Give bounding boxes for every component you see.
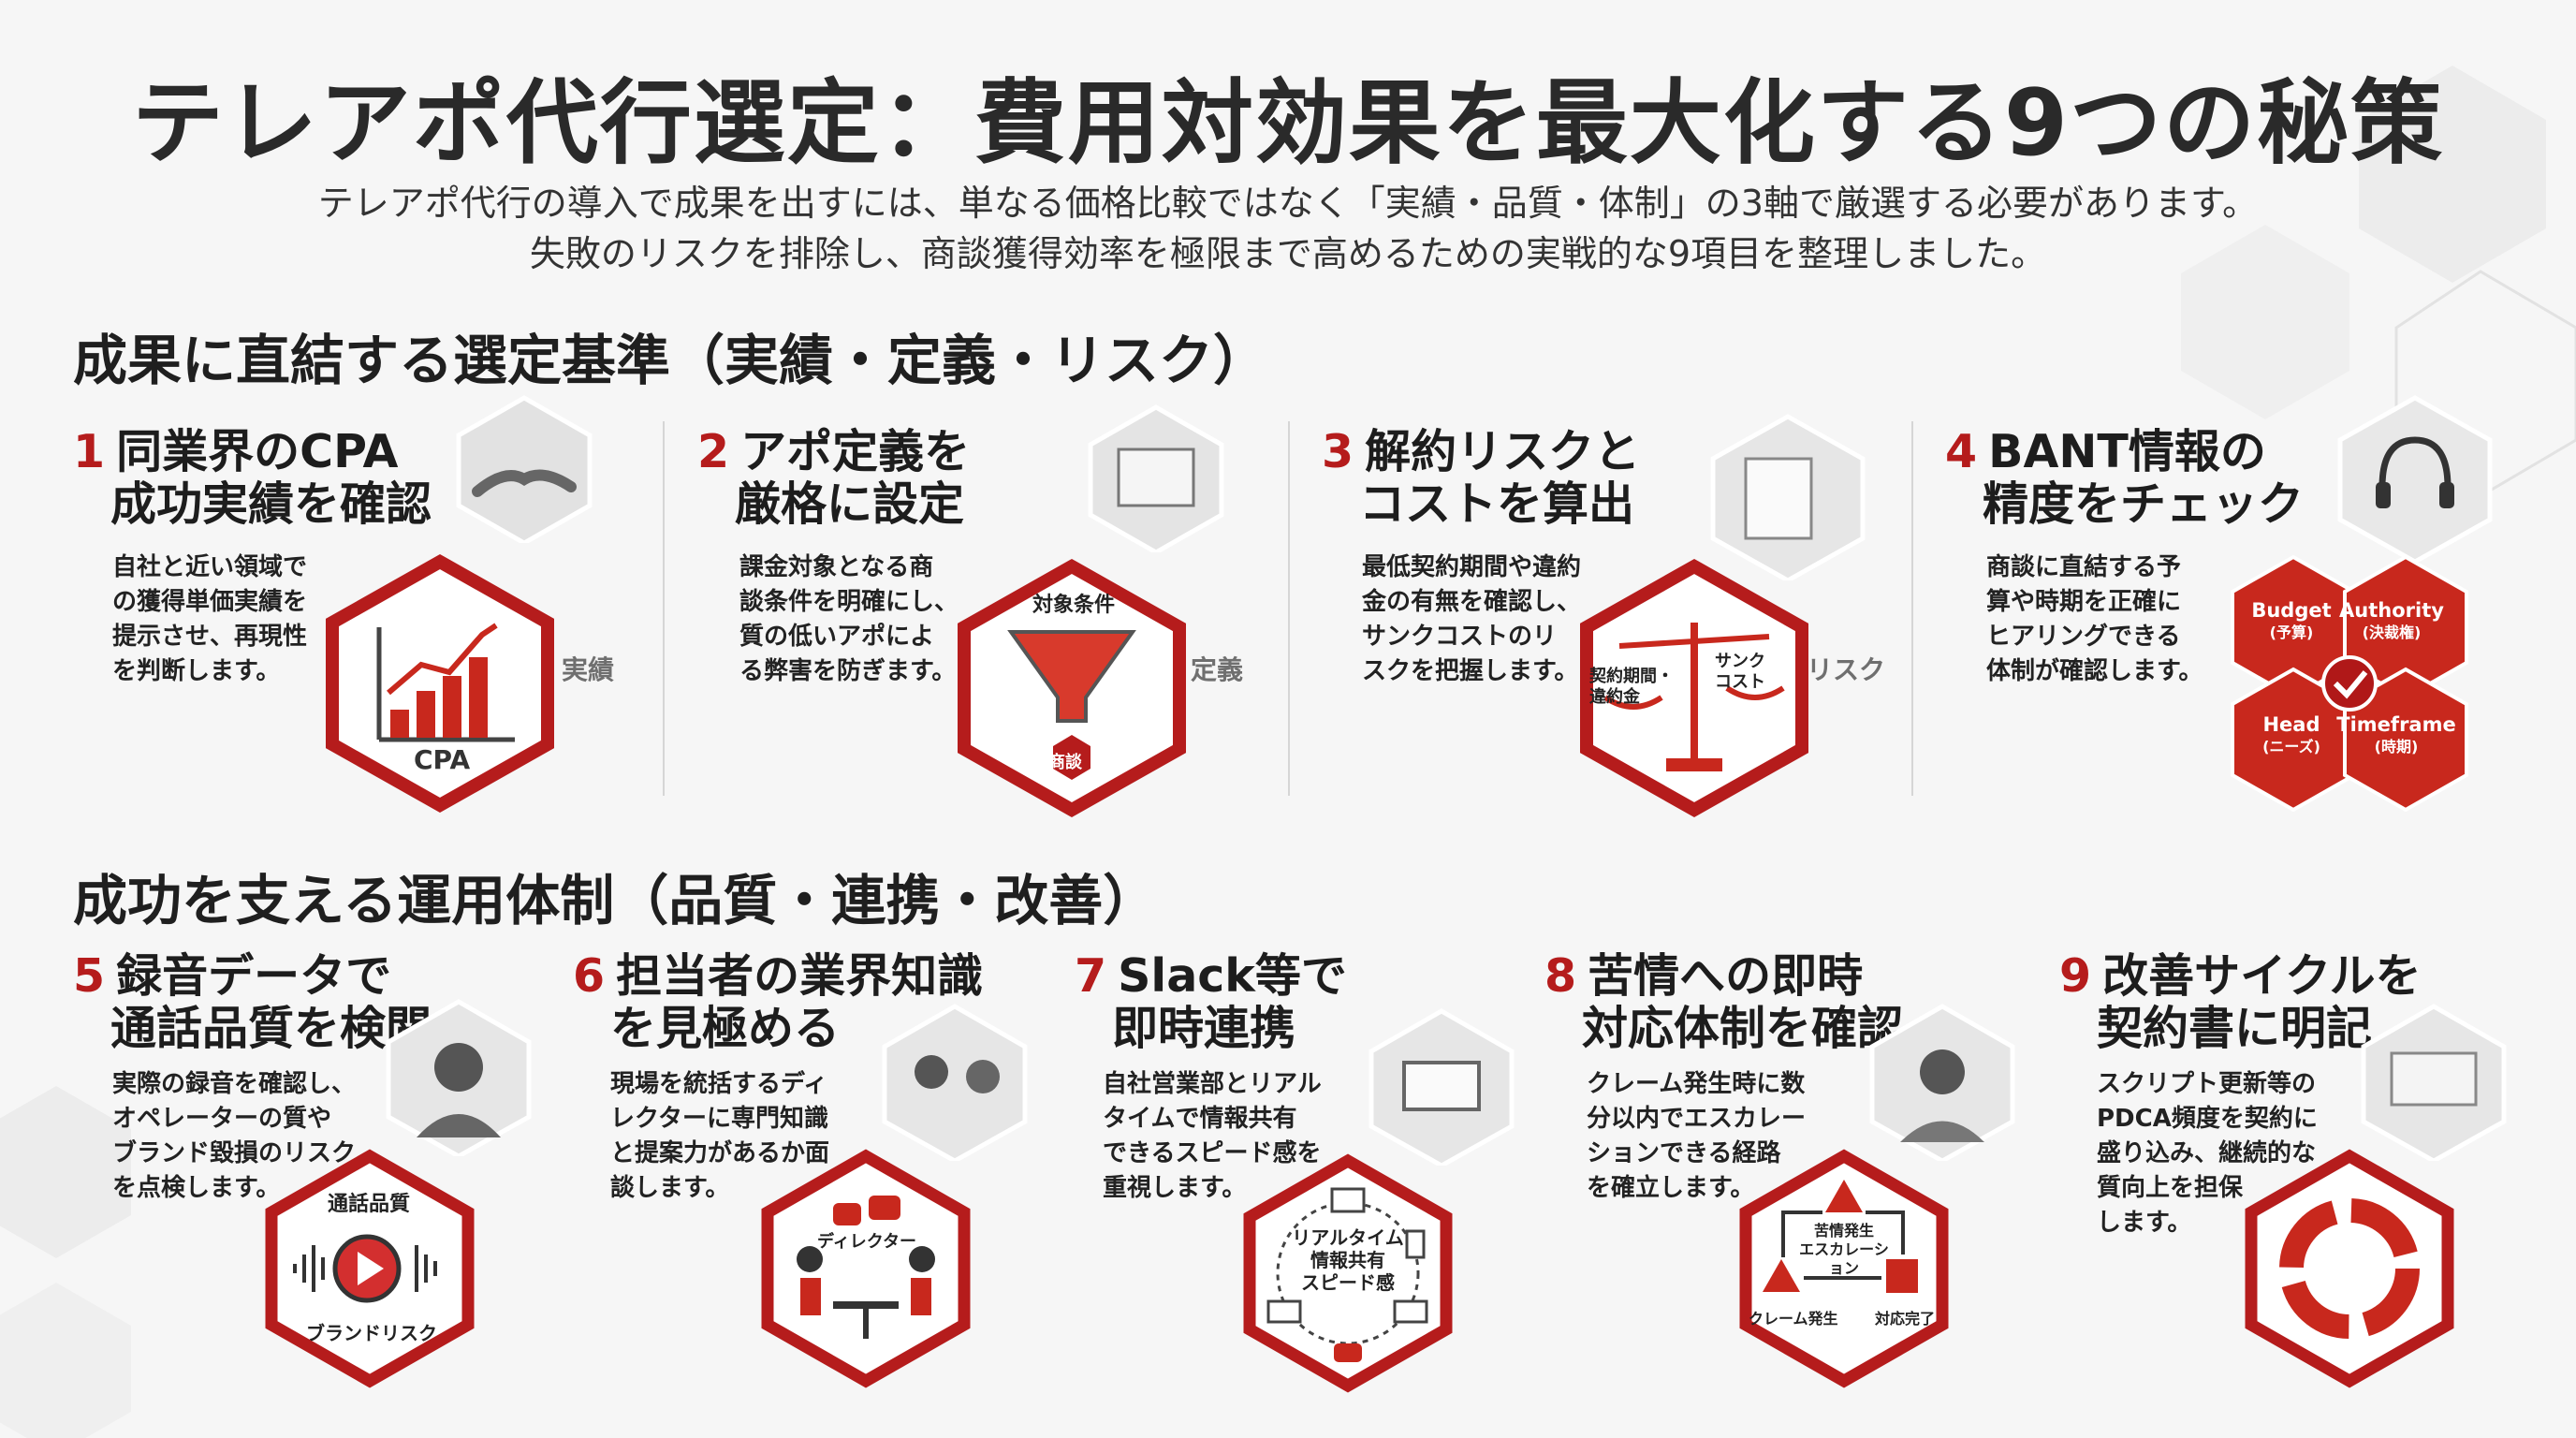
balance-scale-icon (1580, 558, 1808, 818)
card-title-line-2: コストを算出 (1359, 477, 1635, 531)
icon-label: 通話品質 (328, 1193, 411, 1216)
support-photo-icon (1869, 1004, 2015, 1161)
card-title-line-1: BANT情報の (1988, 425, 2266, 478)
icon-label-2: 商談 (1048, 753, 1082, 772)
page-title: テレアポ代行選定：費用対効果を最大化する9つの秘策 (131, 70, 2445, 177)
bant-authority: Authority(決裁権) (2339, 599, 2444, 641)
card-number: 2 (697, 425, 730, 478)
card-title-line-1: 担当者の業界知識 (616, 949, 984, 1003)
card-number: 3 (1322, 425, 1354, 478)
contract-photo-icon (1710, 414, 1866, 580)
icon-label: CPA (414, 744, 471, 775)
card-number: 6 (573, 949, 606, 1003)
card-title-line-2: 厳格に設定 (735, 477, 965, 531)
card-number: 1 (73, 425, 106, 478)
devices-network-icon (1243, 1153, 1453, 1393)
icon-label: リアルタイム情報共有スピード感 (1292, 1226, 1404, 1294)
card-title-line-2: 精度をチェック (1983, 477, 2305, 531)
section-title-operations: 成功を支える運用体制（品質・連携・改善） (73, 869, 1158, 932)
card-body: 最低契約期間や違約金の有無を確認し、サンクコストのリスクを把握します。 (1362, 553, 1582, 685)
calendar-photo-icon (1088, 404, 1224, 552)
handshake-photo-icon (456, 395, 593, 543)
tag-label: 実績 (562, 654, 615, 685)
icon-label: 対象条件 (1032, 594, 1116, 617)
card-number: 9 (2059, 949, 2092, 1003)
card-title-line-2: 即時連携 (1112, 1002, 1296, 1055)
card-title-line-1: Slack等で (1118, 949, 1347, 1003)
bant-head: Head(ニーズ) (2262, 713, 2320, 756)
card-title-line-2: を見極める (610, 1002, 841, 1055)
tag-label: リスク (1807, 654, 1886, 685)
icon-label-4: 対応完了 (1875, 1310, 1936, 1328)
card-title-line-1: 解約リスクと (1365, 425, 1641, 478)
bant-honeycomb-icon (2231, 554, 2468, 813)
card-title-line-1: 改善サイクルを (2102, 949, 2422, 1003)
card-title-line-1: 録音データで (116, 949, 392, 1003)
card-title-line-1: 苦情への即時 (1588, 949, 1864, 1003)
audio-play-icon (265, 1149, 475, 1388)
escalation-icon (1739, 1149, 1949, 1388)
icon-label: 契約期間・違約金 (1589, 667, 1674, 707)
card-title-line-2: 対応体制を確認 (1582, 1002, 1904, 1055)
bant-budget: Budget(予算) (2251, 599, 2332, 641)
card-title-line-1: 同業界のCPA (116, 425, 399, 478)
card-body: 自社と近い領域での獲得単価実績を提示させ、再現性を判断します。 (112, 553, 308, 685)
icon-label: 苦情発生エスカレーション (1799, 1222, 1889, 1277)
card-number: 4 (1945, 425, 1978, 478)
icon-label-3: クレーム発生 (1749, 1310, 1838, 1328)
card-body: 自社営業部とリアルタイムで情報共有できるスピード感を重視します。 (1103, 1070, 1322, 1202)
meeting-photo-icon (882, 1004, 1028, 1161)
divider (1288, 421, 1290, 796)
headset-photo-icon (2337, 395, 2493, 562)
operator-photo-icon (386, 999, 532, 1156)
icon-label-2: サンクコスト (1715, 652, 1765, 692)
card-title-line-2: 契約書に明記 (2097, 1002, 2373, 1055)
card-body: クレーム発生時に数分以内でエスカレーションできる経路を確立します。 (1587, 1070, 1807, 1202)
lead-line-2: 失敗のリスクを排除し、商談獲得効率を極限まで高めるための実戦的な9項目を整理しま… (529, 233, 2047, 274)
laptop-photo-icon (1368, 1008, 1515, 1166)
bant-timeframe: Timeframe(時期) (2336, 713, 2456, 756)
bar-chart-icon (326, 553, 554, 814)
lead-line-1: テレアポ代行の導入で成果を出すには、単なる価格比較ではなく「実績・品質・体制」の… (317, 183, 2259, 224)
card-body: 商談に直結する予算や時期を正確にヒアリングできる体制が確認します。 (1986, 553, 2203, 685)
card-body: 課金対象となる商談条件を明確にし、質の低いアポによる弊害を防ぎます。 (739, 553, 959, 685)
cycle-arrows-icon (2245, 1149, 2454, 1388)
card-title-line-2: 通話品質を検閲 (110, 1002, 432, 1055)
icon-label-2: ブランドリスク (306, 1322, 437, 1344)
funnel-icon (958, 558, 1186, 818)
card-title-line-1: アポ定義を (740, 425, 971, 478)
meeting-icon (761, 1149, 971, 1388)
divider (1911, 421, 1913, 796)
card-number: 8 (1544, 949, 1577, 1003)
tag-label: 定義 (1191, 654, 1244, 685)
divider (663, 421, 665, 796)
card-number: 5 (73, 949, 106, 1003)
office-photo-icon (2361, 1004, 2507, 1161)
card-title-line-2: 成功実績を確認 (110, 477, 432, 531)
icon-label: ディレクター (817, 1232, 917, 1252)
card-body: 現場を統括するディレクターに専門知識と提案力があるか面談します。 (610, 1070, 830, 1202)
card-number: 7 (1075, 949, 1107, 1003)
section-title-criteria: 成果に直結する選定基準（実績・定義・リスク） (73, 329, 1268, 392)
card-body: 実際の録音を確認し、オペレーターの質やブランド毀損のリスクを点検します。 (112, 1070, 357, 1202)
